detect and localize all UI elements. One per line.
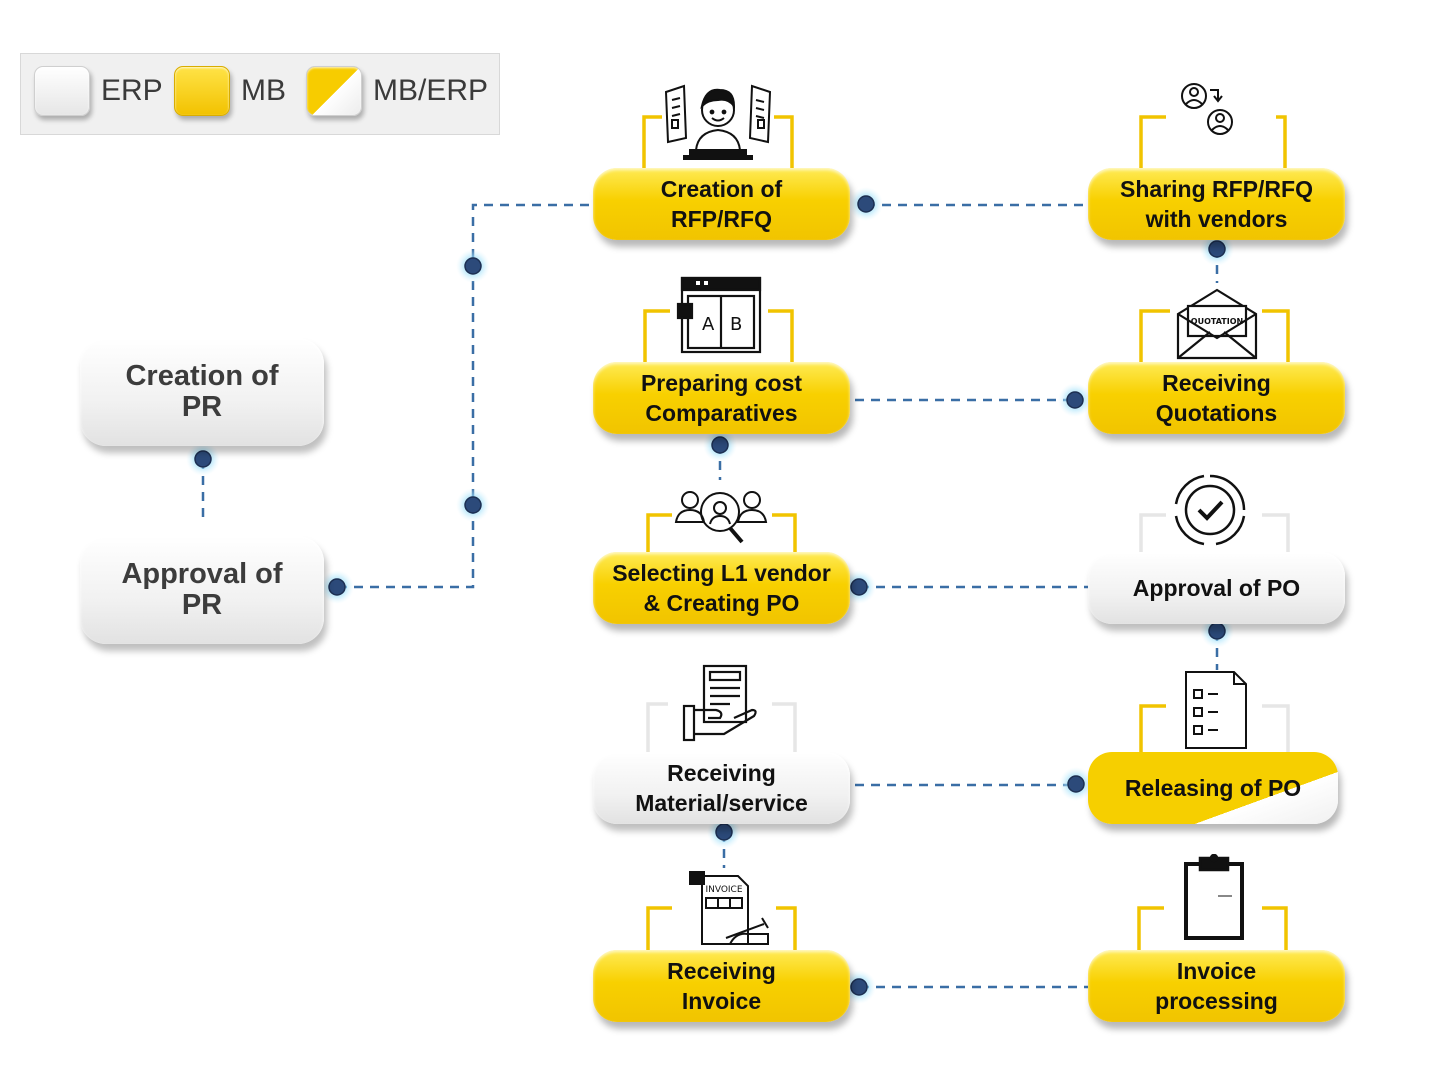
node-label: Receiving Quotations [1155,370,1278,426]
node-selecting-l1-vendor: Selecting L1 vendor & Creating PO [593,552,850,624]
node-sharing-rfp-rfq: Sharing RFP/RFQ with vendors [1088,168,1345,240]
legend-swatch-mb [174,66,230,116]
icon-letter-b: B [730,314,742,335]
legend-label-mb-erp: MB/ERP [373,74,489,107]
node-releasing-of-po: Releasing of PO [1088,752,1338,824]
person-documents-icon [662,80,774,162]
node-approval-of-pr: Approval of PR [80,536,324,644]
receive-document-icon [668,654,772,752]
node-label: Releasing of PO [1124,775,1302,801]
legend-swatch-erp [34,66,90,116]
approval-check-icon [1166,470,1254,550]
legend-label-mb: MB [241,74,286,107]
icon-quotation-text: QUOTATION [1191,317,1243,326]
node-receiving-material-service: Receiving Material/service [593,752,850,824]
node-label: Preparing cost Comparatives [640,370,803,426]
node-label: Selecting L1 vendor & Creating PO [612,560,831,616]
node-label: Approval of PR [121,558,283,621]
ab-compare-icon: A B [676,276,764,356]
node-approval-of-po: Approval of PO [1088,552,1345,624]
icon-brackets [642,115,1290,950]
node-receiving-invoice: Receiving Invoice [593,950,850,1022]
node-creation-of-pr: Creation of PR [80,338,324,446]
node-label: Receiving Invoice [667,958,776,1014]
node-label: Creation of PR [125,360,279,423]
swap-users-icon [1166,68,1276,166]
node-label: Sharing RFP/RFQ with vendors [1120,176,1313,232]
connector-dots [186,187,1234,1004]
node-label: Receiving Material/service [635,760,808,816]
checklist-icon [1166,670,1262,752]
legend-label-erp: ERP [101,74,163,107]
legend-swatch-mb-erp [306,66,362,116]
vendor-search-icon [672,482,772,548]
node-invoice-processing: Invoice processing [1088,950,1345,1022]
node-receiving-quotations: Receiving Quotations [1088,362,1345,434]
node-creation-of-rfp-rfq: Creation of RFP/RFQ [593,168,850,240]
node-label: Approval of PO [1132,575,1301,601]
clipboard-icon [1170,854,1258,942]
invoice-sign-icon: INVOICE [672,868,776,950]
icon-invoice-text: INVOICE [705,885,742,895]
legend: ERP MB MB/ERP [20,53,500,135]
node-label: Creation of RFP/RFQ [660,176,783,232]
icon-letter-a: A [702,314,715,335]
node-label: Invoice processing [1155,958,1278,1014]
quotation-envelope-icon: QUOTATION [1172,286,1262,362]
node-preparing-cost-comparatives: Preparing cost Comparatives [593,362,850,434]
